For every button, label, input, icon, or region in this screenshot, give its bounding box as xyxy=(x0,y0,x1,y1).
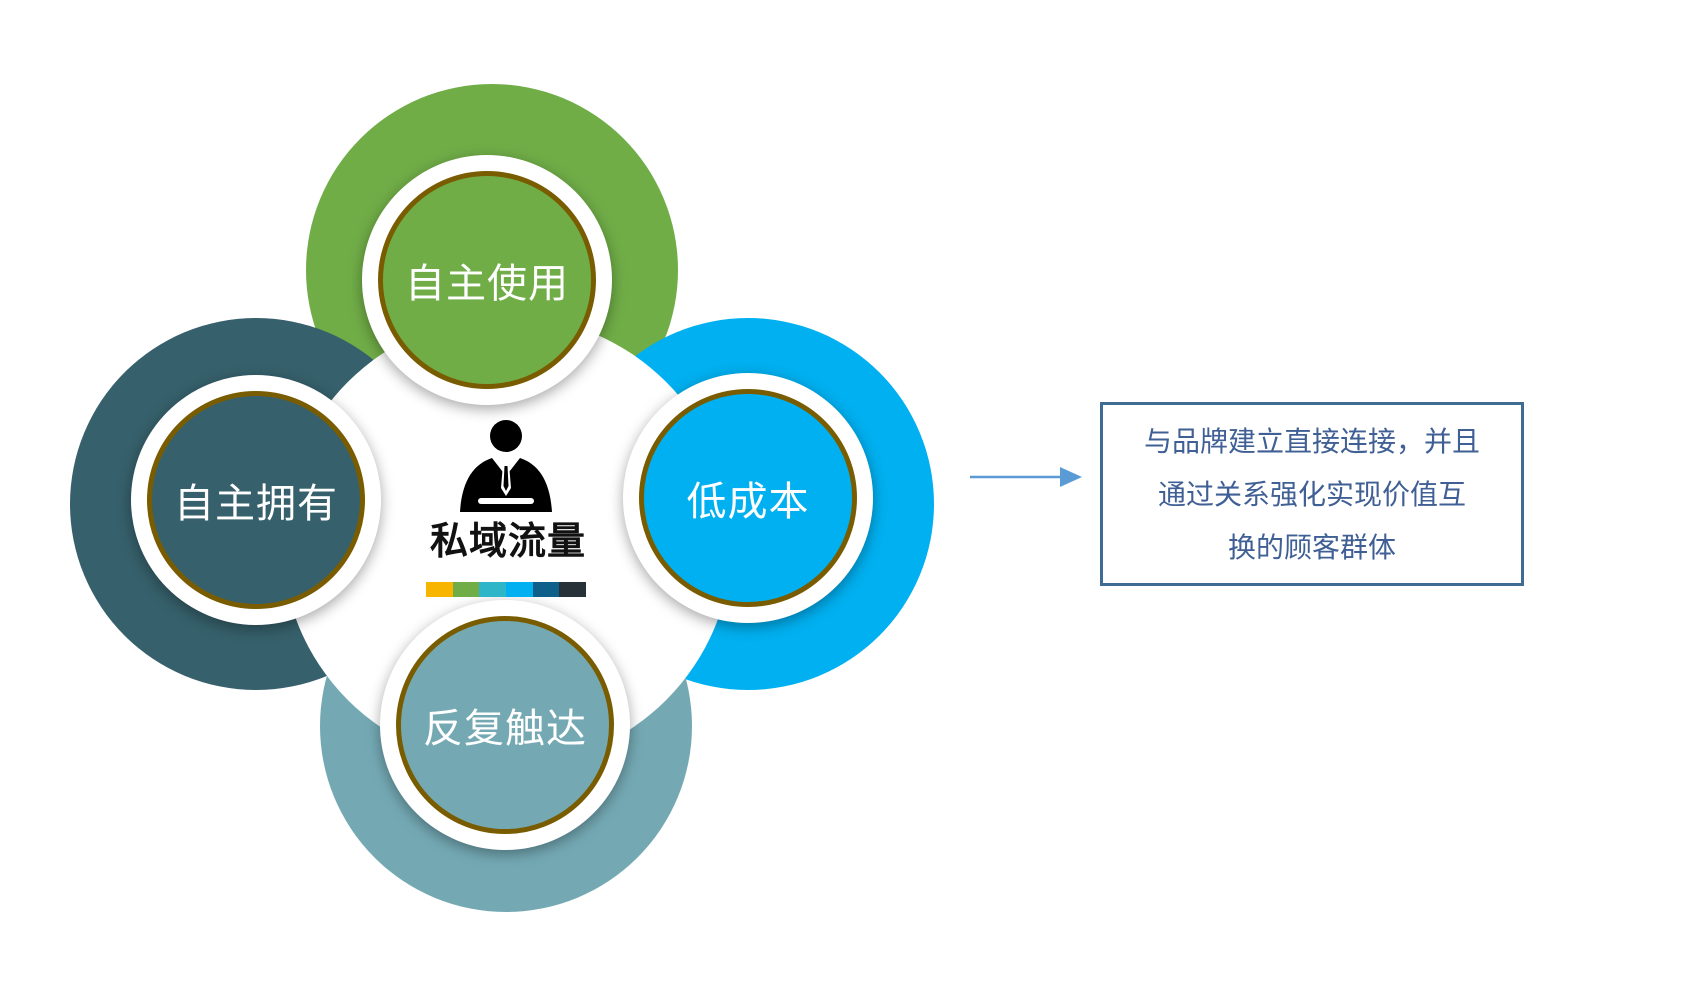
ring-bottom-label: 反复触达 xyxy=(423,706,587,752)
strip-segment xyxy=(506,582,533,597)
ring-top-label: 自主使用 xyxy=(405,261,569,307)
description-line-3: 换的顾客群体 xyxy=(1227,530,1396,564)
businessman-icon xyxy=(460,420,552,512)
strip-segment xyxy=(559,582,587,597)
ring-right-inner: 低成本 xyxy=(639,389,857,607)
center-color-strip xyxy=(426,582,587,597)
ring-right: 低成本 xyxy=(623,373,873,623)
strip-segment xyxy=(532,582,560,597)
arrow-right-icon xyxy=(970,467,1082,487)
ring-left-label: 自主拥有 xyxy=(174,481,338,527)
strip-segment xyxy=(426,582,453,597)
strip-segment xyxy=(452,582,480,597)
description-text: 与品牌建立直接连接，并且 通过关系强化实现价值互 换的顾客群体 xyxy=(1144,415,1480,574)
ring-top: 自主使用 xyxy=(362,155,612,405)
ring-bottom-inner: 反复触达 xyxy=(396,616,614,834)
center-title: 私域流量 xyxy=(429,519,586,563)
ring-left: 自主拥有 xyxy=(131,375,381,625)
description-line-1: 与品牌建立直接连接，并且 xyxy=(1143,424,1480,458)
description-box: 与品牌建立直接连接，并且 通过关系强化实现价值互 换的顾客群体 xyxy=(1100,402,1524,586)
ring-left-inner: 自主拥有 xyxy=(147,391,365,609)
description-line-2: 通过关系强化实现价值互 xyxy=(1157,477,1466,511)
ring-bottom: 反复触达 xyxy=(380,600,630,850)
ring-right-label: 低成本 xyxy=(686,479,810,525)
ring-top-inner: 自主使用 xyxy=(378,171,596,389)
strip-segment xyxy=(479,582,507,597)
